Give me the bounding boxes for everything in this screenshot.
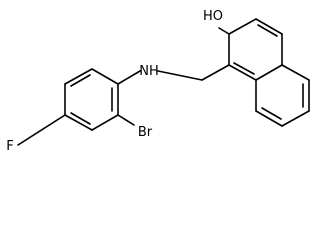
- double-bond-c7-c8: [261, 107, 282, 120]
- bond-n-aryl: [117, 70, 141, 85]
- bond-c1-ch2: [201, 64, 230, 81]
- double-bond-a3-a4: [70, 112, 91, 125]
- amine-label: NH: [139, 64, 159, 79]
- naphthalene-ring-b: [255, 64, 310, 127]
- bond-a5-a6: [64, 68, 93, 85]
- naphthalene-ring-a: [228, 18, 283, 81]
- double-bond-c8a-c1: [233, 62, 255, 75]
- fluorine-label: F: [6, 139, 13, 154]
- aniline-ring: [64, 68, 119, 131]
- hydroxyl-label: HO: [203, 9, 223, 24]
- molecule-structure: HO NH F Br: [6, 9, 310, 154]
- bond-c4a-c8a: [255, 64, 283, 81]
- bond-aryl-f: [17, 114, 66, 146]
- bond-c4a-c5: [281, 64, 310, 81]
- bond-a6-a1: [91, 68, 119, 85]
- double-bond-a5-a6: [70, 74, 91, 87]
- bond-aryl-br: [117, 114, 135, 126]
- bond-c3-c4: [255, 18, 283, 35]
- bond-c6-c7: [281, 110, 310, 127]
- bromine-label: Br: [138, 125, 153, 140]
- bond-c8a-c1: [228, 64, 257, 81]
- double-bond-c3-c4: [257, 24, 278, 37]
- bond-ch2-n: [157, 70, 203, 81]
- bond-a2-a3: [91, 114, 119, 131]
- methylene-amine-linker: [117, 64, 230, 85]
- bond-c2-oh: [218, 27, 230, 35]
- bond-c2-c3: [228, 18, 257, 35]
- bond-c7-c8: [255, 110, 283, 127]
- bond-a3-a4: [64, 114, 93, 131]
